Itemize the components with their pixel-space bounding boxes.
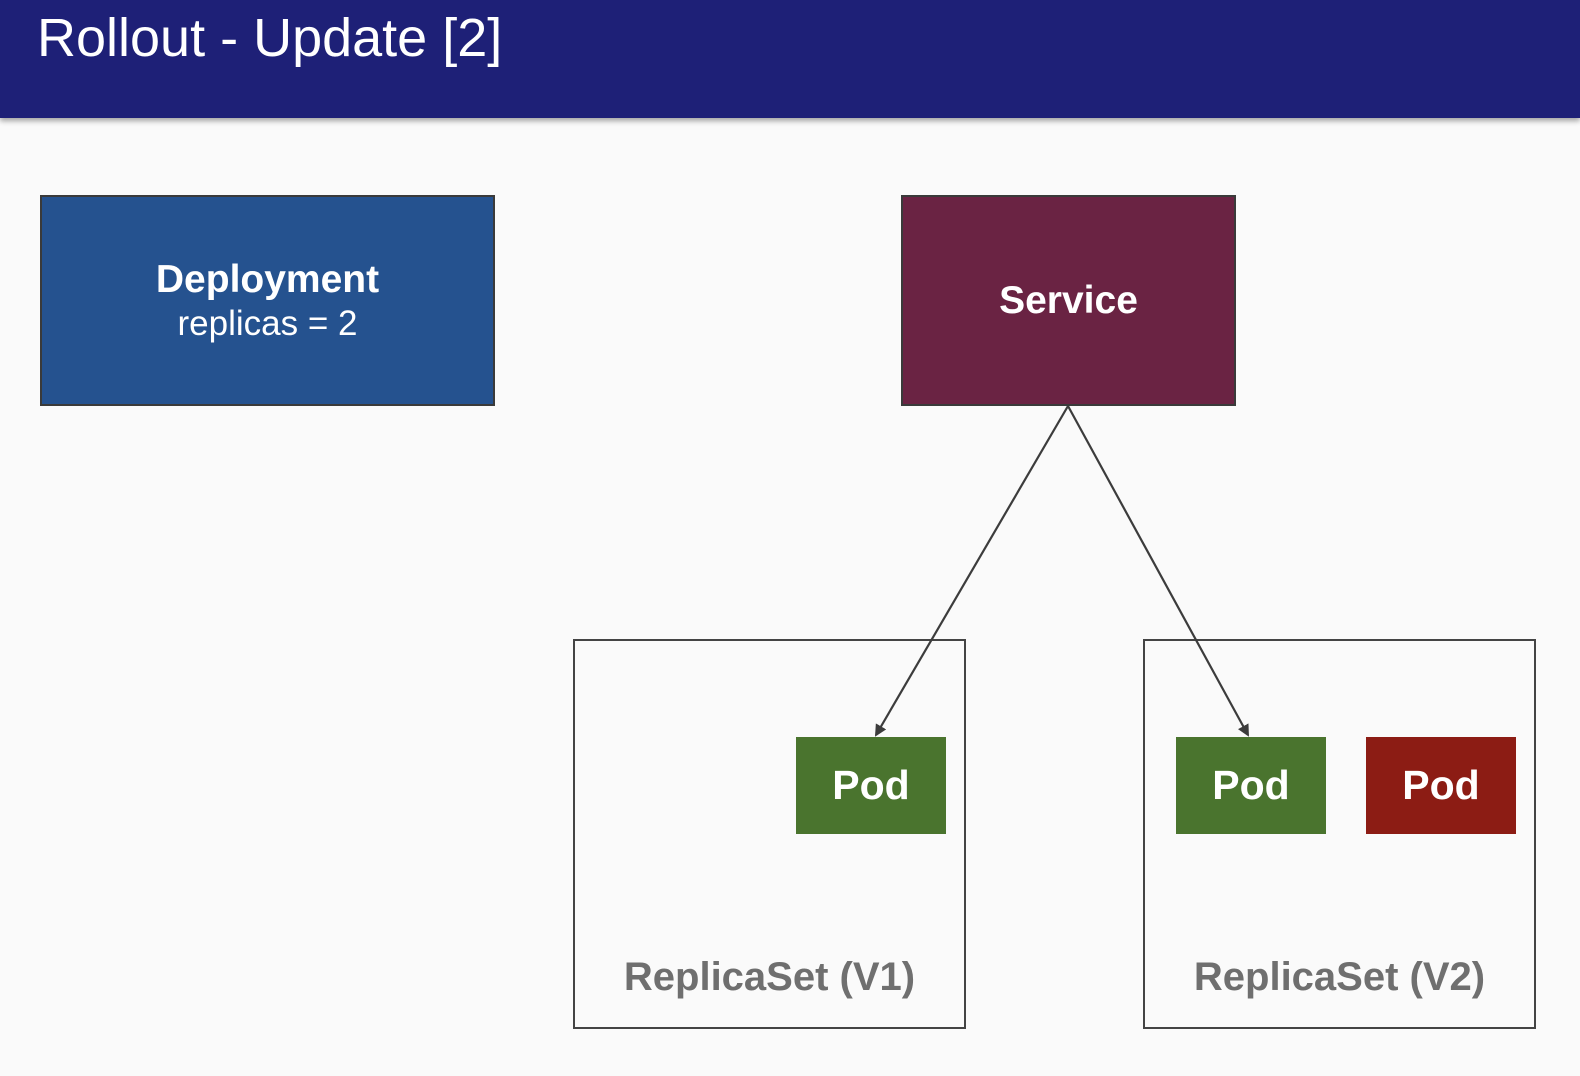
pod-v1: Pod [796, 737, 946, 834]
replicaset-v2-label: ReplicaSet (V2) [1193, 955, 1486, 999]
replicaset-v1: ReplicaSet (V1) [573, 639, 966, 1029]
service-title: Service [999, 278, 1138, 322]
deployment-title: Deployment [155, 257, 380, 301]
page-title: Rollout - Update [2] [37, 8, 503, 68]
service-box: Service [901, 195, 1236, 406]
header-bar: Rollout - Update [2] [0, 0, 1580, 118]
replicaset-v2: ReplicaSet (V2) [1143, 639, 1536, 1029]
pod-v2-not-ready: Pod [1366, 737, 1516, 834]
deployment-box: Deployment replicas = 2 [40, 195, 495, 406]
replicaset-v1-label: ReplicaSet (V1) [623, 955, 916, 999]
pod-v2-ready: Pod [1176, 737, 1326, 834]
deployment-replicas: replicas = 2 [177, 303, 358, 343]
